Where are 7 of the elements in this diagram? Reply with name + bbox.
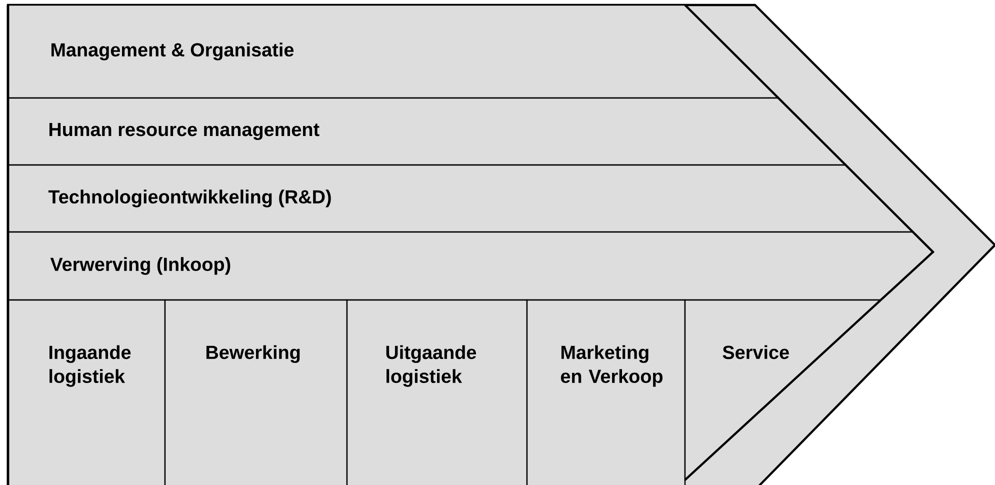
primary-activity-cell: Ingaande logistiek: [7, 299, 166, 485]
support-activity-band: Human resource management: [7, 97, 848, 166]
primary-activity-cell: Bewerking: [164, 299, 348, 485]
support-activity-band: Technologieontwikkeling (R&D): [7, 164, 914, 233]
support-activity-band: Management & Organisatie: [7, 4, 780, 99]
primary-activity-cell: Uitgaande logistiek: [346, 299, 528, 485]
primary-activity-cell: Marketing en Verkoop: [526, 299, 686, 485]
